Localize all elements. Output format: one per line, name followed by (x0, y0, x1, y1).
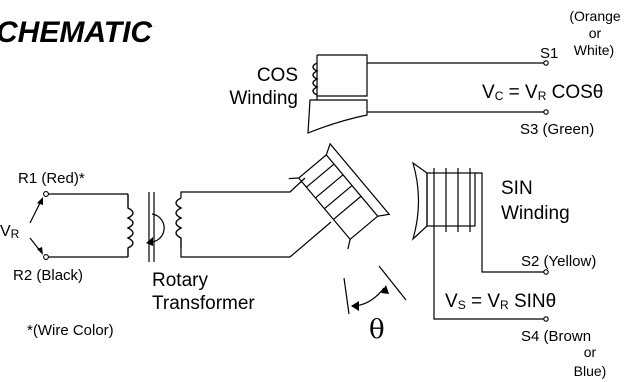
rotor (288, 142, 391, 250)
rotary-label-line2: Transformer (152, 293, 255, 314)
sin-winding (411, 161, 546, 320)
rotor-line-4 (333, 195, 362, 220)
rotation-arc (147, 213, 165, 243)
cos-core-top (317, 54, 368, 97)
vr-arrow-up (29, 200, 42, 224)
sin-coil-turns (433, 168, 471, 232)
rotor-axis-line (378, 265, 407, 301)
title: CHEMATIC (0, 16, 153, 49)
wire-color-note: *(Wire Color) (27, 322, 114, 339)
rotor-side (325, 142, 391, 217)
sin-label-line1: SIN (501, 178, 533, 199)
angle-arrowhead-right (381, 285, 389, 294)
s4-color-line2: or (584, 344, 597, 360)
vr-arrowhead-up (37, 197, 43, 205)
cos-label-line2: Winding (229, 88, 298, 109)
sin-pole (411, 161, 428, 241)
cos-winding (307, 54, 546, 134)
s3-label: S3 (Green) (520, 121, 594, 138)
r1-label: R1 (Red)* (18, 170, 85, 187)
s1-color-line3: White) (574, 42, 614, 58)
rotor-line-1 (306, 163, 335, 188)
vr-label: VR (0, 223, 20, 241)
theta-angle-marker (343, 265, 407, 315)
vr-arrowhead-down (37, 247, 43, 255)
secondary-wire-bottom (180, 221, 332, 258)
rotor-line-3 (324, 185, 353, 210)
cos-core-base (307, 99, 368, 134)
r2-label: R2 (Black) (13, 267, 83, 284)
rotation-arrowhead (146, 237, 153, 246)
cos-label-line1: COS (257, 65, 298, 86)
rotor-line-2 (315, 174, 344, 199)
secondary-coil (175, 197, 183, 248)
input-circuit (29, 191, 128, 260)
s4-label: S4 (Brown (521, 328, 591, 345)
s4-terminal (543, 316, 549, 322)
rotary-transformer (126, 177, 332, 262)
s1-color-line1: (Orange (569, 8, 621, 24)
s4-color-line3: Blue) (574, 363, 607, 379)
s3-terminal (543, 109, 549, 115)
sin-wire-s4 (433, 232, 546, 320)
secondary-wire-top (180, 177, 306, 198)
s1-color-line2: or (589, 25, 602, 41)
primary-coil (126, 194, 134, 257)
reference-line (343, 277, 350, 315)
s2-label: S2 (Yellow) (521, 253, 596, 270)
cos-coil-loops (312, 62, 319, 96)
vs-equation: VS = VR SINθ (445, 291, 556, 312)
s1-name: S1 (540, 45, 558, 62)
s2-terminal (543, 269, 549, 275)
r1-terminal (43, 191, 49, 197)
rotor-flanges (288, 177, 351, 250)
sin-wire-s2 (475, 172, 546, 273)
rotary-label-line1: Rotary (152, 270, 208, 291)
r2-terminal (43, 254, 49, 260)
theta-symbol: θ (369, 315, 385, 345)
angle-arrowhead-left (351, 301, 359, 311)
s1-terminal (543, 60, 549, 66)
sin-label-line2: Winding (501, 203, 570, 224)
sin-core (426, 172, 476, 227)
vc-equation: VC = VR COSθ (482, 82, 603, 103)
